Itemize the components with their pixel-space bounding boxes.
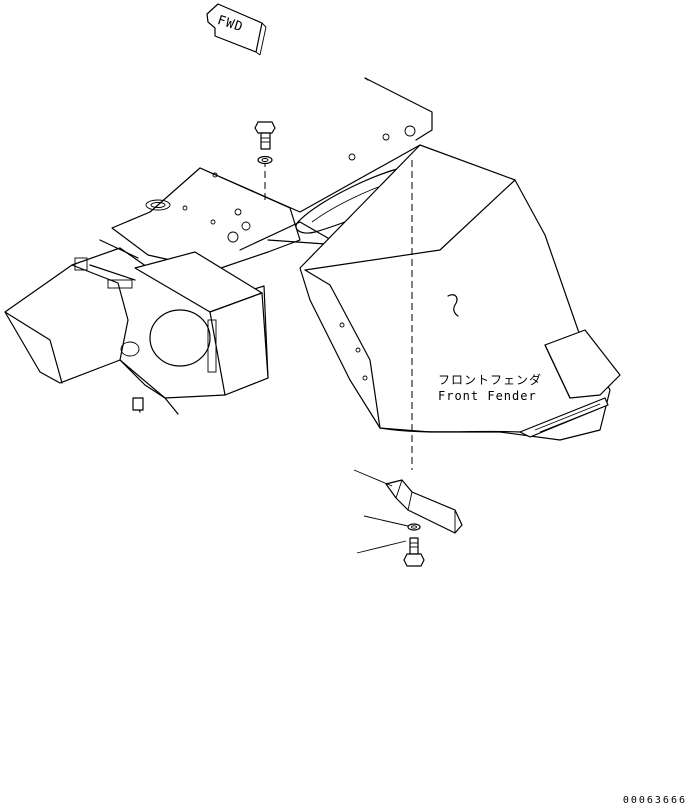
front-fender-label-en: Front Fender	[438, 389, 537, 403]
main-frame	[4, 167, 341, 415]
washer-icon	[257, 155, 273, 165]
lower-washer-icon	[407, 523, 421, 531]
lower-bolt-icon	[403, 537, 425, 567]
front-fender	[299, 144, 621, 441]
front-fender-label-jp: フロントフェンダ	[438, 373, 543, 387]
bracket-icon	[385, 479, 463, 534]
forward-arrow-icon	[206, 3, 267, 56]
leader-lines	[353, 469, 409, 554]
bolt-icon	[254, 121, 276, 150]
drawing-number: 00063666	[622, 795, 687, 806]
